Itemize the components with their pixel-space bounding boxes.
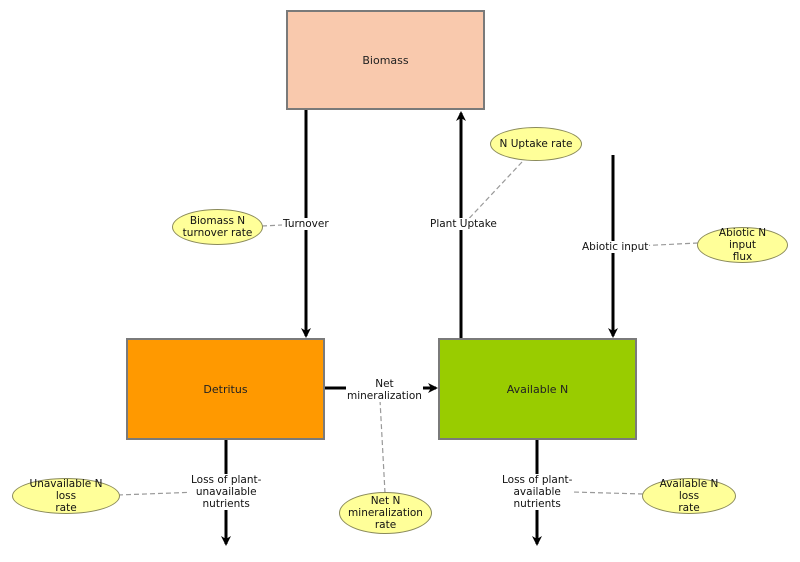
biomass-turnover-rate-label: Biomass N turnover rate [182,215,253,239]
abiotic-input-flow-label: Abiotic input [581,241,650,253]
loss-unavailable-flow-label: Loss of plant- unavailable nutrients [190,474,263,510]
abiotic-n-input-flux-label: Abiotic N input flux [718,227,767,263]
detritus-label: Detritus [203,382,248,396]
biomass-label: Biomass [362,53,409,67]
net-mineralization-flow-label: Net mineralization [346,378,423,402]
unavailable-n-loss-rate-label: Unavailable N loss rate [29,478,103,514]
available-n-stock[interactable]: Available N [438,338,637,440]
net-n-mineralization-rate-parameter[interactable]: Net N mineralization rate [339,492,432,534]
available-n-loss-rate-label: Available N loss rate [659,478,719,514]
available-n-loss-rate-parameter[interactable]: Available N loss rate [642,478,736,514]
n-uptake-rate-parameter[interactable]: N Uptake rate [490,127,582,161]
net-mineralization-rate-connector [379,399,386,494]
biomass-stock[interactable]: Biomass [286,10,485,110]
unavailable-n-loss-rate-parameter[interactable]: Unavailable N loss rate [12,478,120,514]
loss-available-flow-label: Loss of plant- available nutrients [501,474,574,510]
plant-uptake-flow-label: Plant Uptake [429,218,498,230]
detritus-stock[interactable]: Detritus [126,338,325,440]
turnover-flow-label: Turnover [282,218,330,230]
n-uptake-rate-label: N Uptake rate [499,138,573,150]
abiotic-n-input-flux-parameter[interactable]: Abiotic N input flux [697,227,788,263]
available-n-label: Available N [506,382,569,396]
biomass-turnover-rate-parameter[interactable]: Biomass N turnover rate [172,209,263,245]
n-uptake-connector [461,161,523,227]
net-n-mineralization-rate-label: Net N mineralization rate [348,495,423,531]
